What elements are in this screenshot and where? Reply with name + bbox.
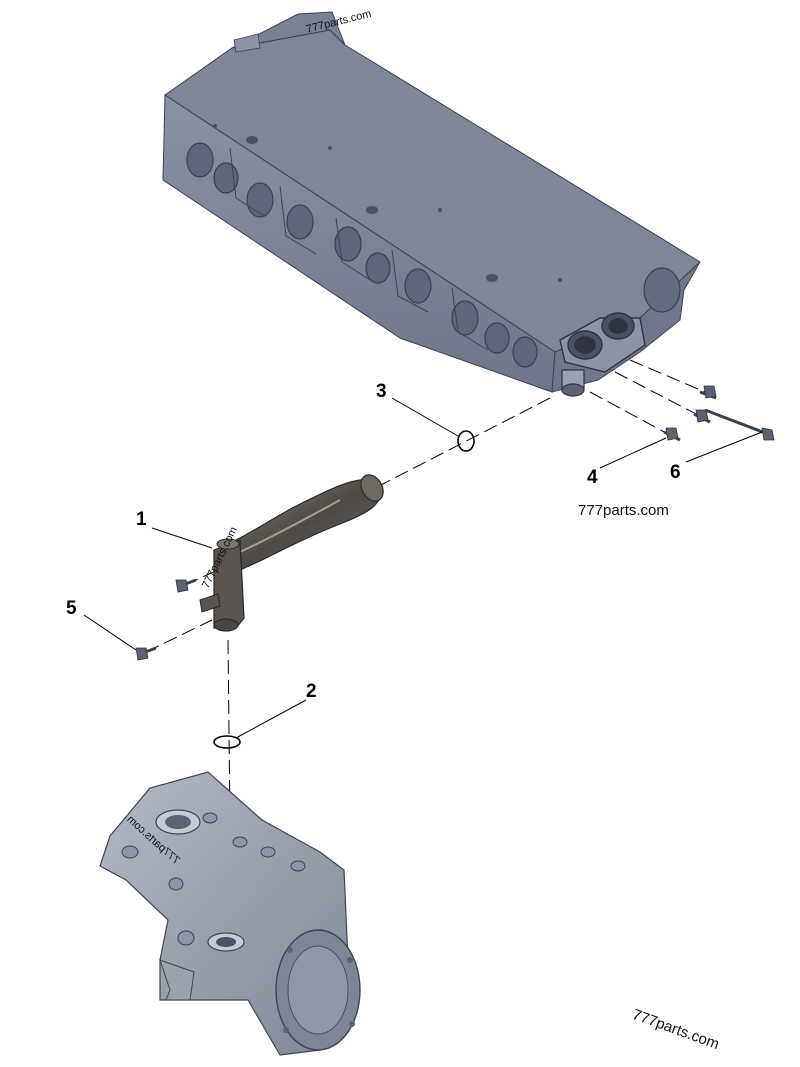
callout-1[interactable]: 1 bbox=[136, 509, 147, 530]
assembly-axis-lines bbox=[145, 359, 706, 823]
callout-2[interactable]: 2 bbox=[306, 681, 317, 702]
cylinder-head[interactable] bbox=[162, 11, 701, 397]
callout-6[interactable]: 6 bbox=[670, 462, 681, 483]
water-pump[interactable] bbox=[99, 771, 361, 1056]
callout-4[interactable]: 4 bbox=[587, 467, 598, 488]
seal-ring-2[interactable] bbox=[213, 735, 241, 749]
callout-5[interactable]: 5 bbox=[66, 598, 77, 619]
leader-lines bbox=[83, 397, 763, 739]
watermark-middle: 777parts.com bbox=[578, 502, 669, 519]
callout-3[interactable]: 3 bbox=[376, 381, 387, 402]
seal-ring-3[interactable] bbox=[457, 430, 475, 452]
bolt-4a[interactable] bbox=[699, 385, 717, 400]
coolant-pipe-1[interactable] bbox=[199, 471, 388, 632]
bolt-5a[interactable] bbox=[135, 646, 157, 661]
long-bolt-6[interactable] bbox=[704, 408, 775, 441]
bolt-4c[interactable] bbox=[663, 427, 681, 442]
bolt-5-group[interactable] bbox=[135, 578, 197, 661]
bolt-4-group[interactable] bbox=[663, 385, 717, 442]
bolt-5b[interactable] bbox=[175, 578, 197, 593]
bolt-4b[interactable] bbox=[693, 409, 711, 424]
